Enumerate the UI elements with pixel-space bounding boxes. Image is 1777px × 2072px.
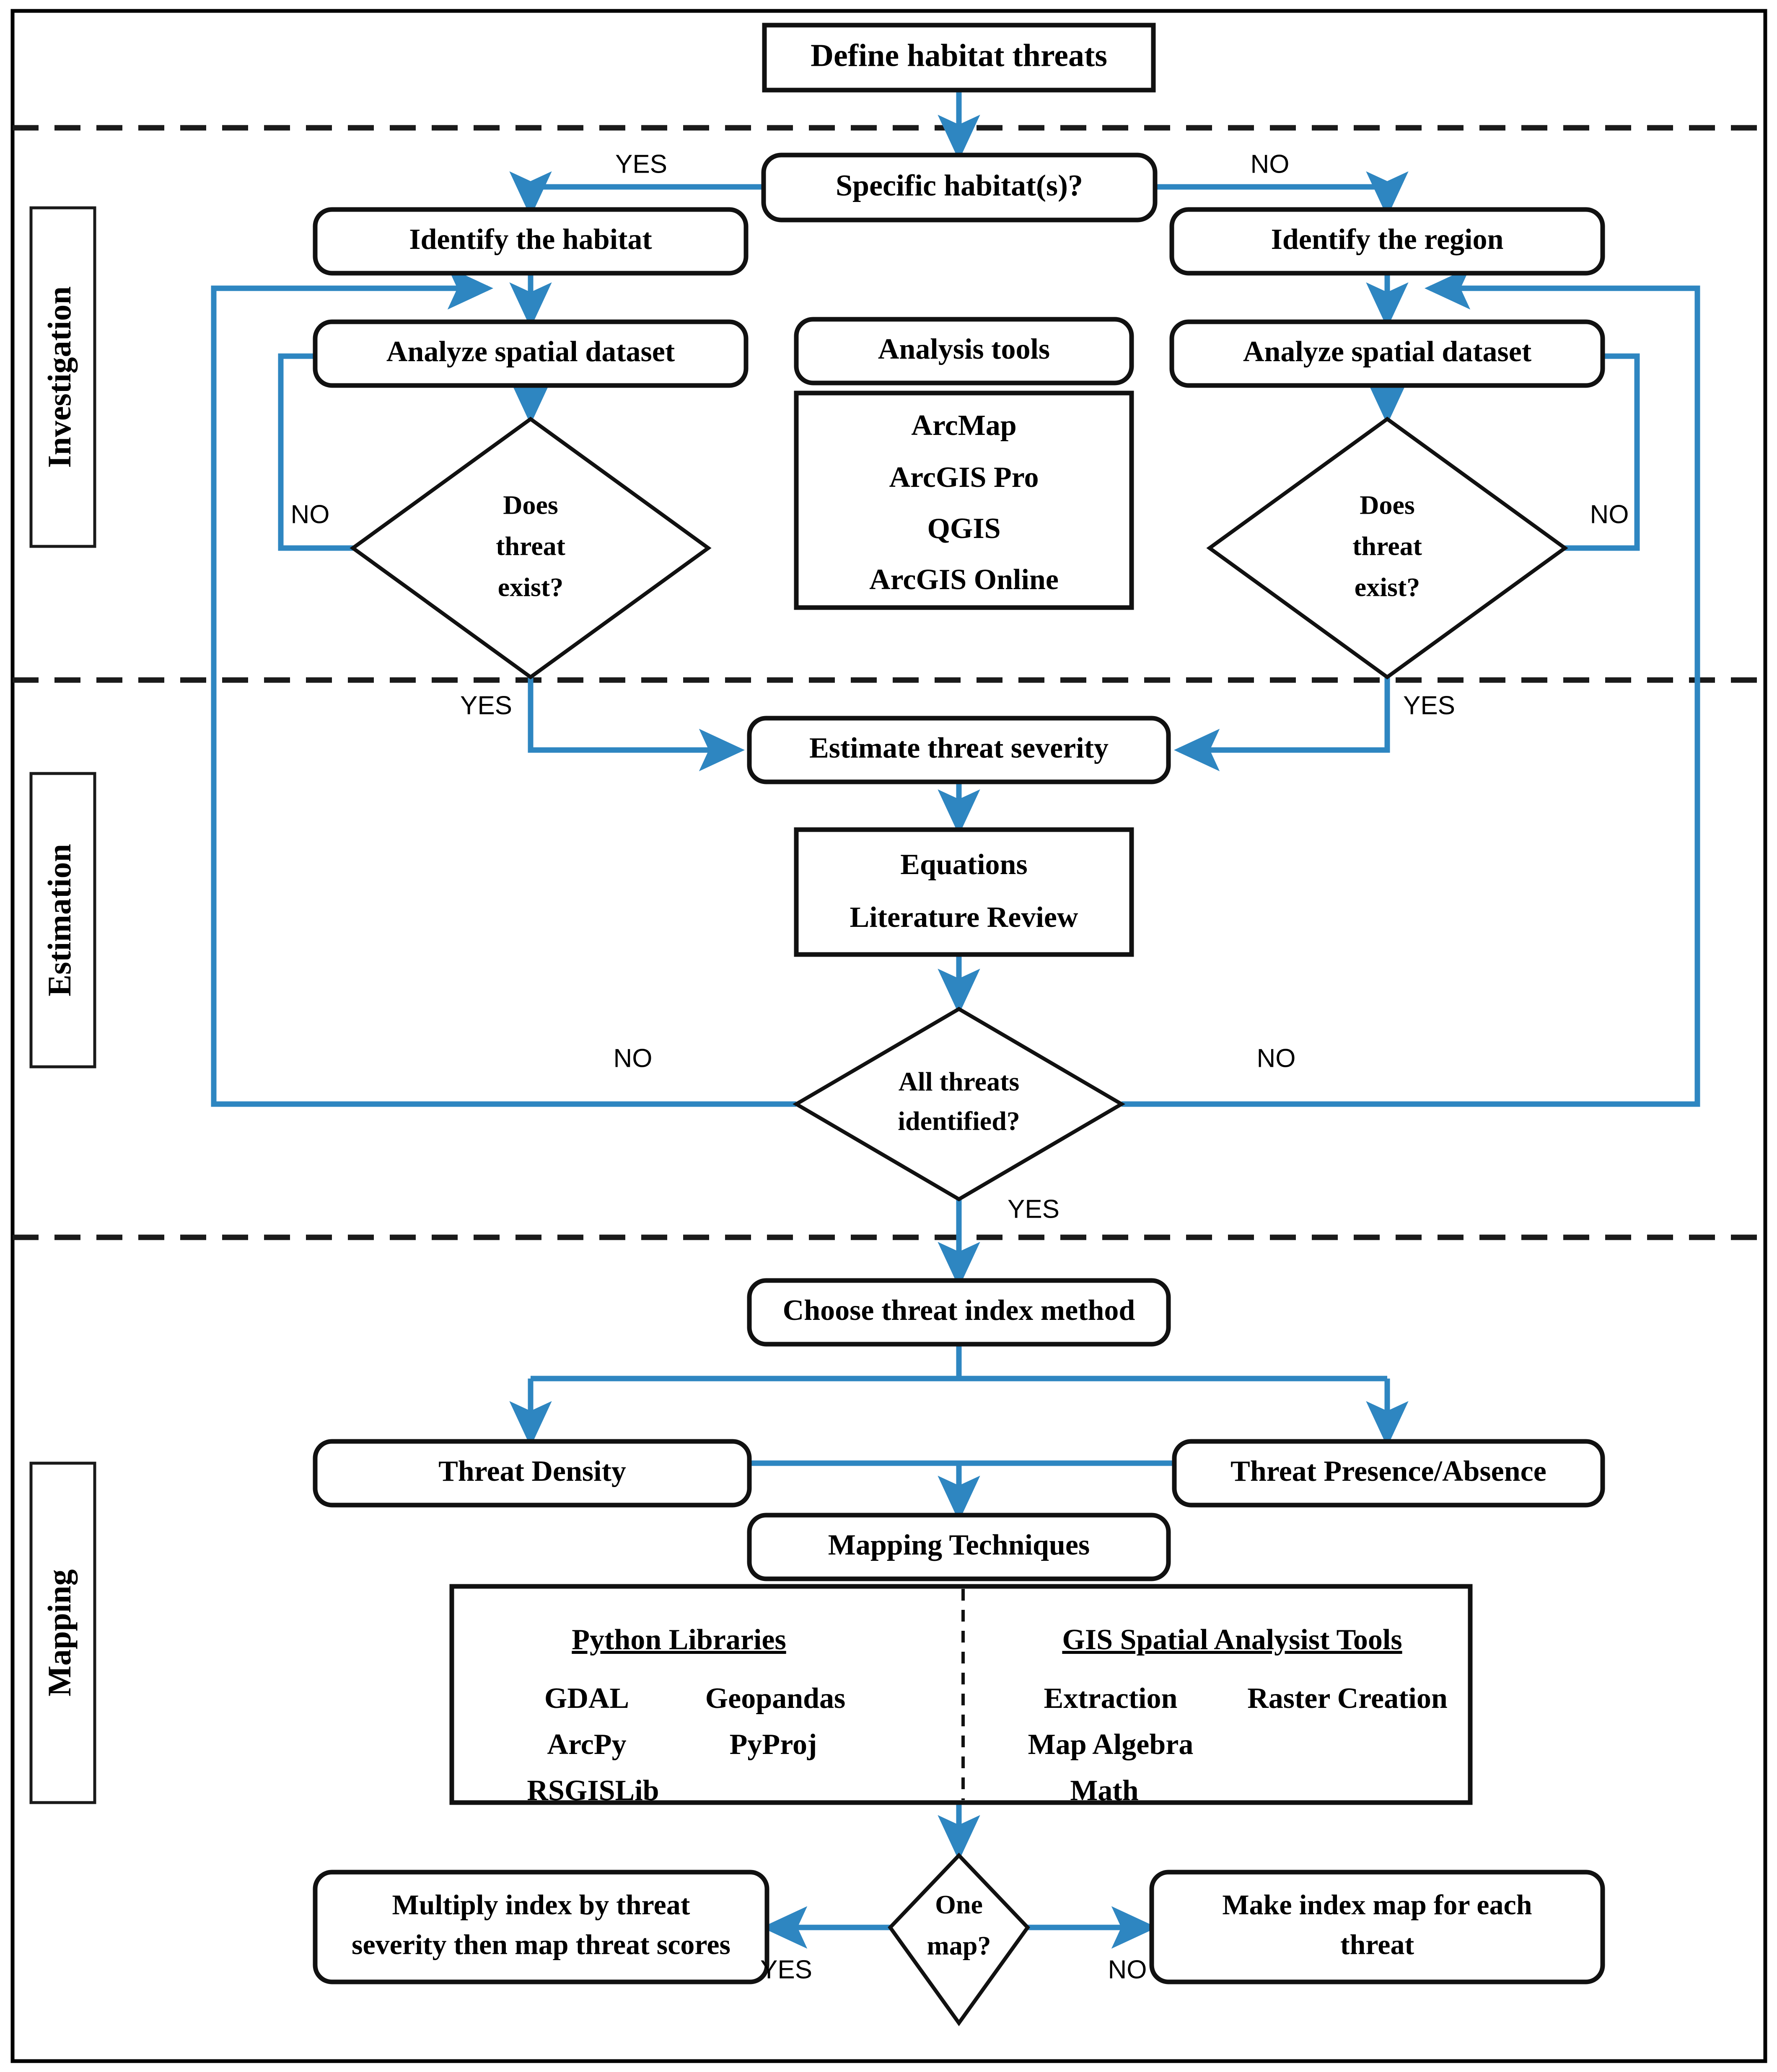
band-label-text: Estimation xyxy=(41,844,78,996)
node-label: Threat Density xyxy=(438,1455,626,1487)
edge-label-no-one-map: NO xyxy=(1108,1955,1147,1984)
node-equations-literature-review: Equations Literature Review xyxy=(794,827,1134,957)
equations-item-0: Equations xyxy=(900,848,1027,881)
band-label-text: Mapping xyxy=(41,1569,78,1696)
tool-item-3: ArcGIS Online xyxy=(869,564,1059,596)
node-label: Identify the region xyxy=(1271,223,1504,256)
edge-right-yes-to-estimate xyxy=(1174,677,1390,771)
gis-tool-1-0: Map Algebra xyxy=(1028,1728,1194,1761)
node-label-line-0: Make index map for each xyxy=(1222,1889,1532,1921)
node-label-line-1: identified? xyxy=(898,1106,1020,1136)
node-all-threats-identified[interactable]: All threats identified? xyxy=(793,1006,1125,1202)
edge-allthreats-no-right xyxy=(1122,267,1700,1107)
node-label-line-1: severity then map threat scores xyxy=(352,1929,730,1961)
node-analysis-tools-body: ArcMap ArcGIS Pro QGIS ArcGIS Online xyxy=(794,391,1134,610)
tool-item-2: QGIS xyxy=(927,512,1000,545)
gis-tool-2-0: Math xyxy=(1070,1775,1138,1807)
outer-frame xyxy=(10,9,1767,2063)
edge-label-no-right-all: NO xyxy=(1257,1044,1296,1073)
edge-specific-no xyxy=(1155,171,1409,217)
python-lib-1-1: PyProj xyxy=(730,1728,817,1761)
node-identify-the-habitat[interactable]: Identify the habitat xyxy=(313,207,749,276)
band-label-text: Investigation xyxy=(41,286,78,468)
node-label: Analysis tools xyxy=(878,333,1050,365)
tool-item-1: ArcGIS Pro xyxy=(889,461,1039,494)
equations-item-1: Literature Review xyxy=(850,901,1078,934)
python-lib-1-0: ArcPy xyxy=(547,1728,626,1761)
node-does-threat-exist-left[interactable]: Does threat exist? xyxy=(350,416,712,680)
node-label-line-0: Does xyxy=(503,490,558,520)
edge-specific-yes xyxy=(509,171,764,217)
gis-tools-heading: GIS Spatial Analysist Tools xyxy=(1062,1624,1402,1656)
edge-label-no-right-top: NO xyxy=(1251,150,1290,178)
edge-label-yes-right-down: YES xyxy=(1403,691,1455,720)
node-label-line-1: map? xyxy=(927,1931,991,1961)
edge-label-no-left-all: NO xyxy=(614,1044,653,1073)
node-analyze-spatial-dataset-right[interactable]: Analyze spatial dataset xyxy=(1169,319,1605,388)
edge-labels: YES NO NO NO YES YES NO NO YES YES NO xyxy=(291,150,1629,1984)
node-multiply-index[interactable]: Multiply index by threat severity then m… xyxy=(313,1870,769,1984)
gis-tool-0-1: Raster Creation xyxy=(1247,1682,1448,1715)
node-label-line-1: threat xyxy=(1340,1929,1414,1961)
edge-label-yes-left-down: YES xyxy=(460,691,512,720)
node-label-line-2: exist? xyxy=(1355,572,1420,602)
node-analyze-spatial-dataset-left[interactable]: Analyze spatial dataset xyxy=(313,319,749,388)
tool-item-0: ArcMap xyxy=(911,409,1016,442)
node-label: Mapping Techniques xyxy=(828,1529,1090,1561)
node-label: Estimate threat severity xyxy=(809,732,1109,764)
node-one-map[interactable]: One map? xyxy=(888,1852,1030,2026)
node-label: Specific habitat(s)? xyxy=(836,169,1083,202)
node-label-line-1: threat xyxy=(496,531,566,561)
node-define-habitat-threats[interactable]: Define habitat threats xyxy=(762,23,1156,93)
node-specific-habitats[interactable]: Specific habitat(s)? xyxy=(761,153,1158,222)
node-label-line-0: One xyxy=(935,1890,983,1919)
python-libraries-heading: Python Libraries xyxy=(572,1624,786,1656)
node-label: Define habitat threats xyxy=(811,38,1107,73)
node-techniques-box: Python Libraries GDAL Geopandas ArcPy Py… xyxy=(449,1584,1473,1807)
node-label: Threat Presence/Absence xyxy=(1230,1455,1546,1487)
node-threat-density[interactable]: Threat Density xyxy=(313,1439,752,1508)
node-choose-threat-index-method[interactable]: Choose threat index method xyxy=(747,1278,1171,1347)
band-label-investigation: Investigation xyxy=(29,206,96,548)
edge-label-yes-one-map: YES xyxy=(760,1955,812,1984)
node-identify-the-region[interactable]: Identify the region xyxy=(1169,207,1605,276)
node-label: Identify the habitat xyxy=(409,223,652,256)
python-lib-2-0: RSGISLib xyxy=(527,1775,659,1807)
node-label-line-0: Does xyxy=(1360,490,1415,520)
band-label-mapping: Mapping xyxy=(29,1462,96,1804)
node-label-line-2: exist? xyxy=(498,572,563,602)
gis-tool-0-0: Extraction xyxy=(1044,1682,1178,1715)
edge-allthreats-no-left xyxy=(211,267,796,1107)
edge-label-yes-left-top: YES xyxy=(615,150,667,178)
edge-label-yes-all: YES xyxy=(1008,1195,1059,1224)
node-label: Analyze spatial dataset xyxy=(1243,336,1531,368)
node-make-index-map[interactable]: Make index map for each threat xyxy=(1149,1870,1605,1984)
node-label-line-1: threat xyxy=(1352,531,1422,561)
node-threat-presence-absence[interactable]: Threat Presence/Absence xyxy=(1172,1439,1605,1508)
node-label-line-0: All threats xyxy=(899,1067,1020,1097)
node-analysis-tools-header: Analysis tools xyxy=(794,317,1134,385)
node-mapping-techniques[interactable]: Mapping Techniques xyxy=(747,1513,1171,1581)
node-label-line-0: Multiply index by threat xyxy=(392,1889,690,1921)
node-does-threat-exist-right[interactable]: Does threat exist? xyxy=(1206,416,1568,680)
edge-label-no-right-loop: NO xyxy=(1590,500,1629,529)
node-label: Choose threat index method xyxy=(783,1294,1135,1327)
python-lib-0-0: GDAL xyxy=(544,1682,629,1715)
band-label-estimation: Estimation xyxy=(29,772,96,1068)
node-estimate-threat-severity[interactable]: Estimate threat severity xyxy=(747,716,1171,784)
edge-left-yes-to-estimate xyxy=(528,677,745,771)
python-lib-0-1: Geopandas xyxy=(705,1682,846,1715)
edge-label-no-left-loop: NO xyxy=(291,500,330,529)
node-label: Analyze spatial dataset xyxy=(386,336,675,368)
